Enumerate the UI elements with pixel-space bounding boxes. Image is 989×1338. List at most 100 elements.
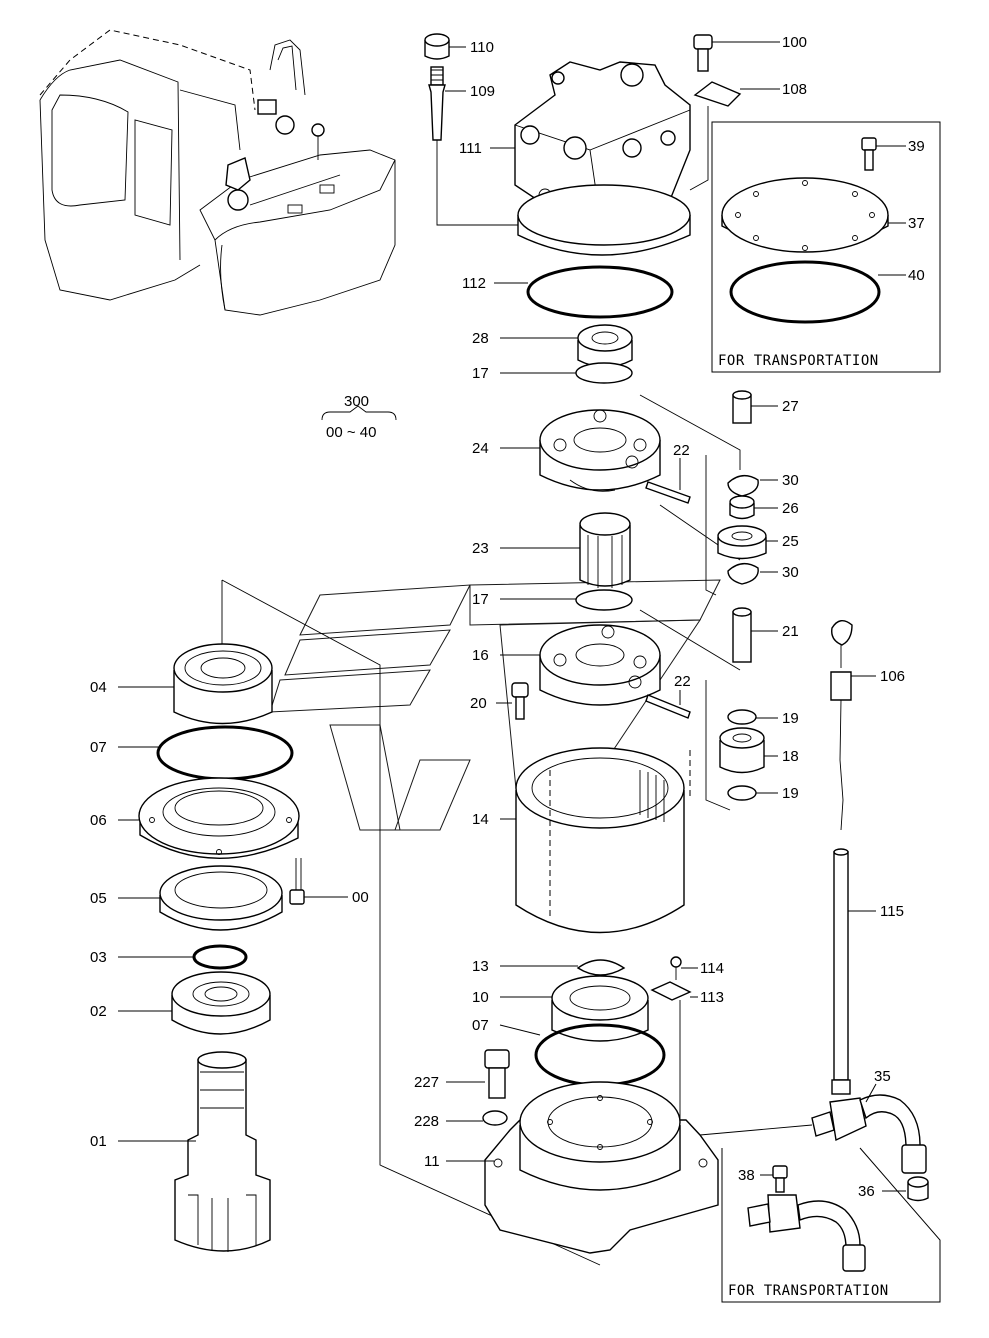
part-27-pin <box>732 390 752 424</box>
part-30-washer-lower <box>727 563 759 585</box>
part-109-plug <box>428 66 446 141</box>
part-100-bolt <box>693 34 713 72</box>
callout-37: 37 <box>908 215 925 232</box>
part-112-flange <box>517 184 691 256</box>
callouts: 110 109 111 112 100 108 39 37 40 28 17 2… <box>90 34 925 1200</box>
callout-04: 04 <box>90 679 107 696</box>
callout-07a: 07 <box>90 739 107 756</box>
part-228-washer <box>482 1110 508 1126</box>
part-25-planet-gear <box>717 525 767 560</box>
callout-106: 106 <box>880 668 905 685</box>
part-39-bolt <box>861 137 877 171</box>
assembly-range: 00 ~ 40 <box>326 424 376 441</box>
callout-22a: 22 <box>673 442 690 459</box>
callout-03: 03 <box>90 949 107 966</box>
part-17-washer-upper <box>575 362 633 384</box>
callout-38: 38 <box>738 1167 755 1184</box>
callout-28: 28 <box>472 330 489 347</box>
left-column-parts <box>138 579 601 1266</box>
assembly-reference: 300 00 ~ 40 <box>321 393 397 441</box>
part-19-washer-upper <box>727 709 757 725</box>
callout-11: 11 <box>424 1153 440 1170</box>
part-115-gauge-pipe <box>831 848 851 1095</box>
callout-19b: 19 <box>782 785 799 802</box>
callout-01: 01 <box>90 1133 107 1150</box>
part-17-washer-lower <box>575 589 633 611</box>
transport-box-1: FOR TRANSPORTATION <box>711 121 941 373</box>
callout-100: 100 <box>782 34 807 51</box>
callout-111: 111 <box>459 140 482 157</box>
part-18-planet-gear <box>719 727 765 774</box>
part-37-cover-plate <box>721 177 889 253</box>
callout-00: 00 <box>352 889 369 906</box>
part-24-carrier <box>539 409 661 492</box>
excavator-illustration <box>39 29 396 316</box>
callout-17a: 17 <box>472 365 489 382</box>
callout-36: 36 <box>858 1183 875 1200</box>
part-108-plate <box>693 81 742 107</box>
part-06-cover <box>138 777 300 859</box>
callout-115: 115 <box>880 903 904 920</box>
callout-109: 109 <box>470 83 495 100</box>
part-05-seal <box>159 865 283 931</box>
callout-23: 23 <box>472 540 489 557</box>
callout-228: 228 <box>414 1113 439 1130</box>
part-22-pin-upper <box>645 481 691 504</box>
right-column-parts <box>699 390 929 1202</box>
callout-40: 40 <box>908 267 925 284</box>
transport-box-2-label: FOR TRANSPORTATION <box>728 1283 889 1299</box>
transport-box-1-label: FOR TRANSPORTATION <box>718 353 879 369</box>
callout-17b: 17 <box>472 591 489 608</box>
part-28-gear <box>577 324 633 368</box>
part-20-bolt <box>511 682 529 720</box>
callout-13: 13 <box>472 958 489 975</box>
part-35-elbow <box>811 1094 927 1174</box>
part-227-bolt <box>484 1049 510 1099</box>
callout-10: 10 <box>472 989 489 1006</box>
center-column-parts <box>424 33 742 1254</box>
callout-108: 108 <box>782 81 807 98</box>
part-16-carrier <box>539 624 661 706</box>
callout-35: 35 <box>874 1068 891 1085</box>
callout-114: 114 <box>700 960 724 977</box>
transport-box-2: FOR TRANSPORTATION <box>721 1147 941 1303</box>
part-10-bearing <box>551 975 649 1042</box>
part-13-snap-ring <box>576 959 626 976</box>
callout-02: 02 <box>90 1003 107 1020</box>
part-106-dipstick <box>830 620 853 831</box>
assembly-number: 300 <box>344 393 369 410</box>
part-111-motor-housing <box>514 61 691 219</box>
callout-113: 113 <box>700 989 724 1006</box>
part-22-pin-lower <box>645 694 691 719</box>
callout-07b: 07 <box>472 1017 489 1034</box>
part-112-o-ring <box>526 265 674 319</box>
callout-21: 21 <box>782 623 799 640</box>
callout-06: 06 <box>90 812 107 829</box>
part-110-cap <box>424 33 450 60</box>
part-36-cap <box>907 1176 929 1202</box>
callout-25: 25 <box>782 533 799 550</box>
callout-30a: 30 <box>782 472 799 489</box>
part-00-bolt <box>289 858 305 905</box>
part-38-plug <box>772 1165 788 1193</box>
watermark-logo <box>269 579 721 831</box>
callout-20: 20 <box>470 695 487 712</box>
part-30-washer-upper <box>727 475 759 497</box>
part-03-o-ring <box>192 944 248 970</box>
part-23-sun-gear <box>579 512 631 588</box>
callout-16: 16 <box>472 647 489 664</box>
callout-110: 110 <box>470 39 494 56</box>
callout-227: 227 <box>414 1074 439 1091</box>
callout-39: 39 <box>908 138 925 155</box>
part-21-pin <box>732 607 752 663</box>
callout-27: 27 <box>782 398 799 415</box>
callout-112: 112 <box>462 275 486 292</box>
callout-14: 14 <box>472 811 489 828</box>
callout-19a: 19 <box>782 710 799 727</box>
part-11-housing <box>484 1081 719 1254</box>
part-04-bearing <box>173 643 273 725</box>
part-26-needle-bearing <box>729 495 755 520</box>
callout-18: 18 <box>782 748 799 765</box>
part-07-o-ring <box>156 725 294 781</box>
